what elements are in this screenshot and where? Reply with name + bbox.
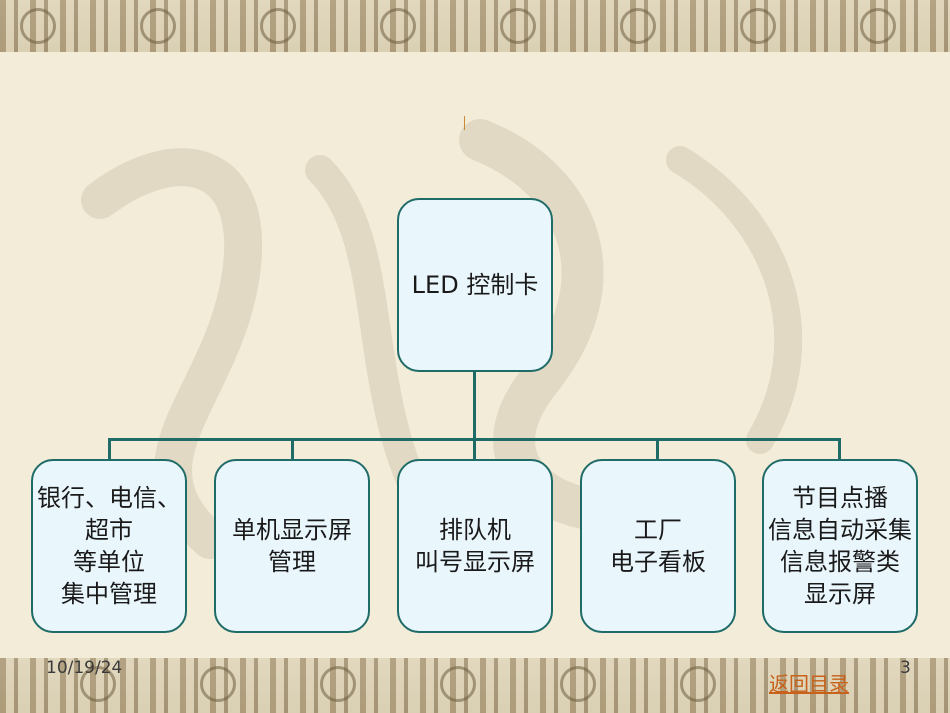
root-node-led-control-card: LED 控制卡 [397, 198, 553, 372]
child-node-standalone-display: 单机显示屏 管理 [214, 459, 370, 633]
knot-ornament [80, 666, 116, 702]
child-node-factory-board: 工厂 电子看板 [580, 459, 736, 633]
knot-ornament [740, 8, 776, 44]
knot-ornament [20, 8, 56, 44]
top-decorative-border [0, 0, 950, 52]
connector-child-2 [291, 438, 294, 460]
knot-ornament [440, 666, 476, 702]
knot-ornament [860, 8, 896, 44]
knot-ornament [320, 666, 356, 702]
connector-child-1 [108, 438, 111, 460]
knot-ornament [200, 666, 236, 702]
child-node-queue-machine: 排队机 叫号显示屏 [397, 459, 553, 633]
bottom-decorative-border [0, 658, 950, 713]
slide-date: 10/19/24 [46, 658, 123, 678]
knot-ornament [260, 8, 296, 44]
back-to-contents-link[interactable]: 返回目录 [769, 672, 849, 696]
knot-ornament [380, 8, 416, 44]
cursor-marker [464, 116, 465, 130]
child-node-program-info-display: 节目点播 信息自动采集 信息报警类 显示屏 [762, 459, 918, 633]
page-number: 3 [900, 658, 911, 678]
knot-ornament [140, 8, 176, 44]
connector-root-trunk [473, 371, 476, 440]
knot-ornament [680, 666, 716, 702]
connector-child-4 [656, 438, 659, 460]
child-node-bank-telecom: 银行、电信、 超市 等单位 集中管理 [31, 459, 187, 633]
connector-child-3 [473, 438, 476, 460]
knot-ornament [500, 8, 536, 44]
knot-ornament [560, 666, 596, 702]
knot-ornament [620, 8, 656, 44]
connector-child-5 [838, 438, 841, 460]
